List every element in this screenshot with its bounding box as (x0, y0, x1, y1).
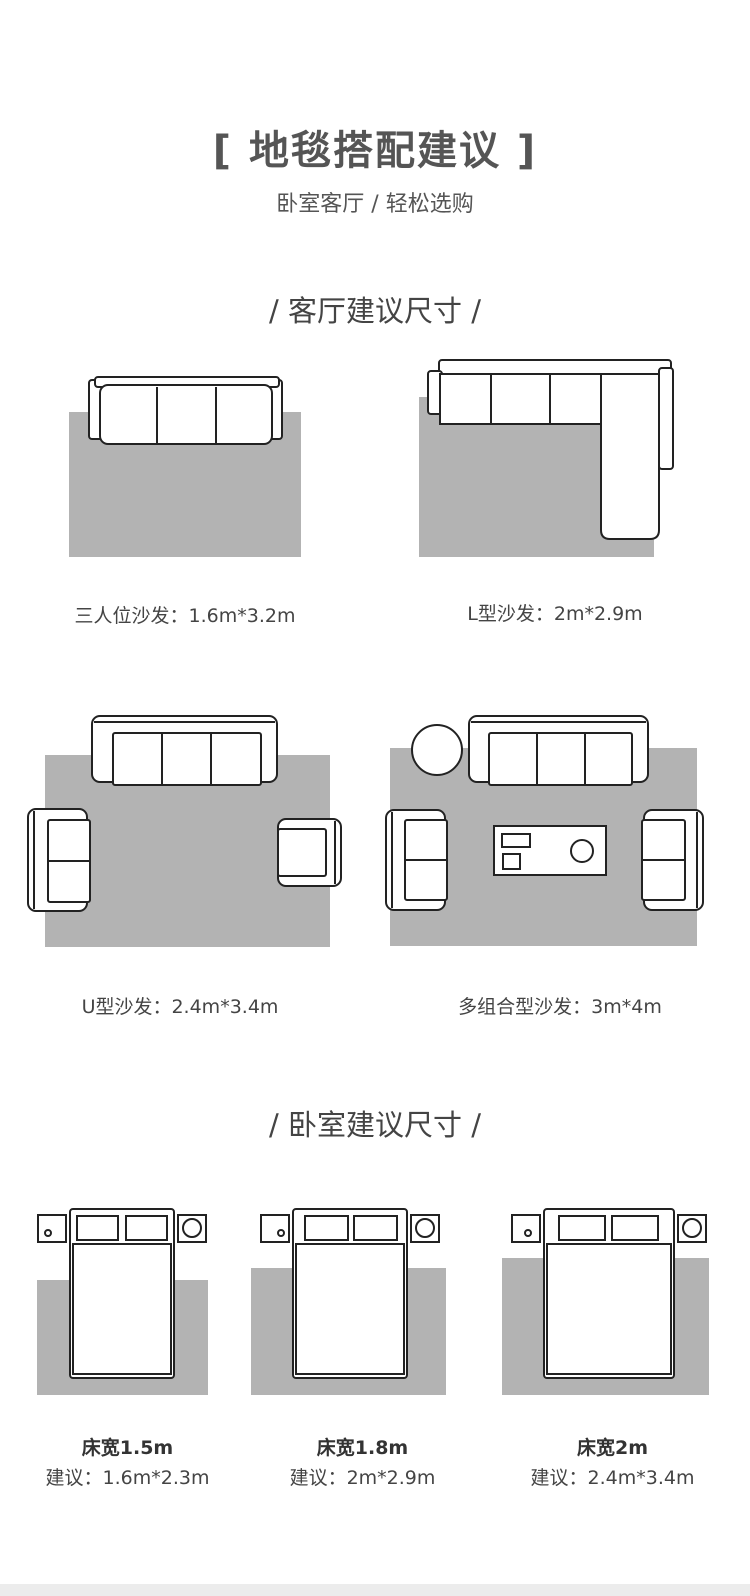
caption-three-seat-sofa: 三人位沙发：1.6m*3.2m (74, 605, 296, 627)
page-title: [ 地毯搭配建议 ] (212, 128, 538, 174)
u-sofa-figure (27, 715, 342, 947)
bed-width-20: 床宽2m (576, 1437, 649, 1459)
bed-18-figure (251, 1208, 446, 1395)
caption-l-sofa: L型沙发：2m*2.9m (467, 603, 643, 625)
bed-width-18: 床宽1.8m (316, 1437, 409, 1459)
bed-20-figure (502, 1208, 709, 1395)
living-room-section-title: / 客厅建议尺寸 / (269, 294, 481, 328)
footer-strip (0, 1584, 750, 1596)
multi-sofa-figure (385, 715, 704, 946)
l-sofa-figure (419, 359, 674, 557)
bed-suggestion-18: 建议：2m*2.9m (289, 1467, 436, 1489)
bedroom-section-title: / 卧室建议尺寸 / (269, 1108, 481, 1142)
page-subtitle: 卧室客厅 / 轻松选购 (276, 192, 474, 217)
caption-u-sofa: U型沙发：2.4m*3.4m (81, 996, 279, 1018)
bed-suggestion-15: 建议：1.6m*2.3m (45, 1467, 210, 1489)
three-seat-sofa-figure (69, 376, 301, 557)
caption-multi-sofa: 多组合型沙发：3m*4m (458, 996, 662, 1018)
bed-width-15: 床宽1.5m (81, 1437, 174, 1459)
bed-suggestion-20: 建议：2.4m*3.4m (530, 1467, 695, 1489)
bed-15-figure (37, 1208, 208, 1395)
